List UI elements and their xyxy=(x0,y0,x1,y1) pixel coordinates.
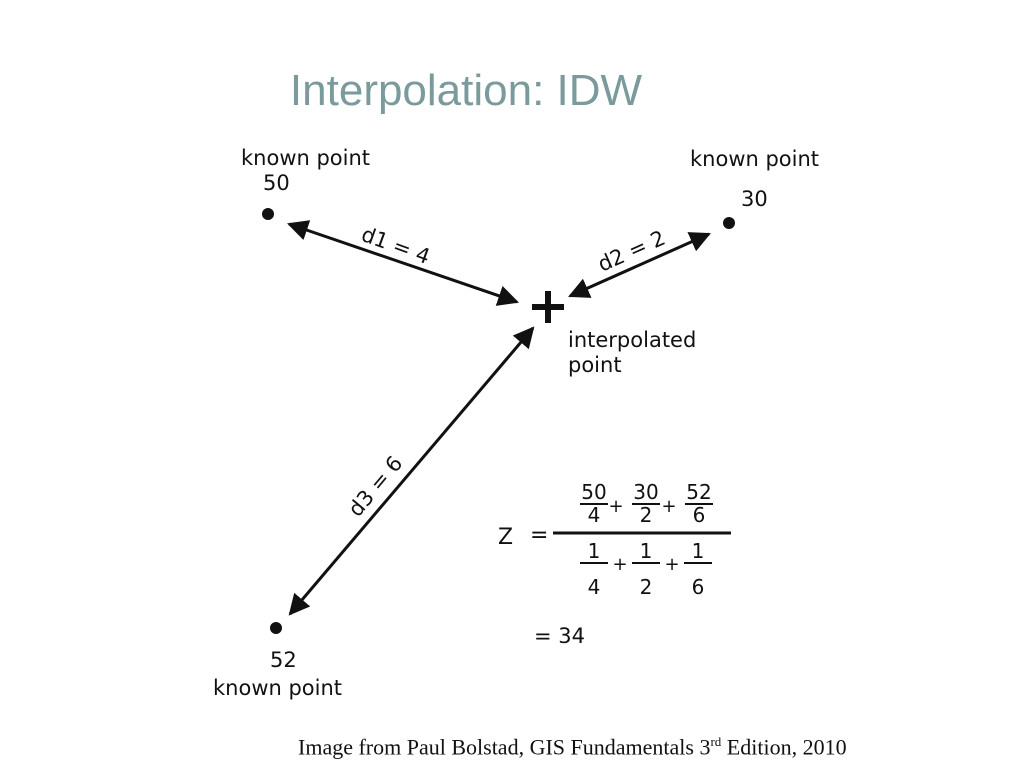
caption-prefix: Image from Paul Bolstad, GIS Fundamental… xyxy=(298,734,711,760)
caption-suffix: Edition, 2010 xyxy=(721,734,847,760)
image-credit-caption: Image from Paul Bolstad, GIS Fundamental… xyxy=(298,734,1018,760)
known-point-50-label: known point xyxy=(241,146,370,170)
num-frac-3-bottom: 6 xyxy=(693,503,706,527)
d3-arrow xyxy=(288,326,535,616)
den-frac-1-top: 1 xyxy=(588,539,601,563)
known-point-52-dot xyxy=(270,622,282,634)
known-point-52-value: 52 xyxy=(270,648,297,672)
interpolated-point-label-1: interpolated xyxy=(568,328,696,352)
num-frac-2-bottom: 2 xyxy=(640,503,653,527)
den-frac-3-bottom: 6 xyxy=(692,575,705,599)
known-point-30-value: 30 xyxy=(741,187,768,211)
known-point-52-label: known point xyxy=(213,676,342,700)
num-frac-3-top: 52 xyxy=(686,480,711,504)
den-plus-1: + xyxy=(612,554,627,575)
formula-result: = 34 xyxy=(534,624,585,648)
num-plus-1: + xyxy=(608,496,623,517)
interpolated-point-cross xyxy=(532,291,564,323)
num-frac-2-top: 30 xyxy=(633,480,658,504)
known-point-30-label: known point xyxy=(690,147,819,171)
den-plus-2: + xyxy=(664,554,679,575)
formula-equals: = xyxy=(530,523,548,548)
num-frac-1-top: 50 xyxy=(581,480,606,504)
caption-superscript: rd xyxy=(710,734,722,749)
num-frac-1-bottom: 4 xyxy=(588,503,601,527)
known-point-30-dot xyxy=(723,217,735,229)
den-frac-3-top: 1 xyxy=(692,539,705,563)
known-point-50-dot xyxy=(262,208,274,220)
d1-arrow xyxy=(287,220,519,306)
den-frac-1-bottom: 4 xyxy=(588,575,601,599)
formula-z: Z xyxy=(498,525,513,550)
idw-formula: Z = 50 4 + 30 2 + 52 6 1 4 + 1 2 + 1 6 =… xyxy=(498,480,731,648)
den-frac-2-bottom: 2 xyxy=(640,575,653,599)
known-point-50-value: 50 xyxy=(263,171,290,195)
slide-title: Interpolation: IDW xyxy=(289,66,643,115)
den-frac-2-top: 1 xyxy=(640,539,653,563)
d2-arrow xyxy=(568,232,711,298)
num-plus-2: + xyxy=(661,496,676,517)
interpolated-point-label-2: point xyxy=(568,353,622,377)
